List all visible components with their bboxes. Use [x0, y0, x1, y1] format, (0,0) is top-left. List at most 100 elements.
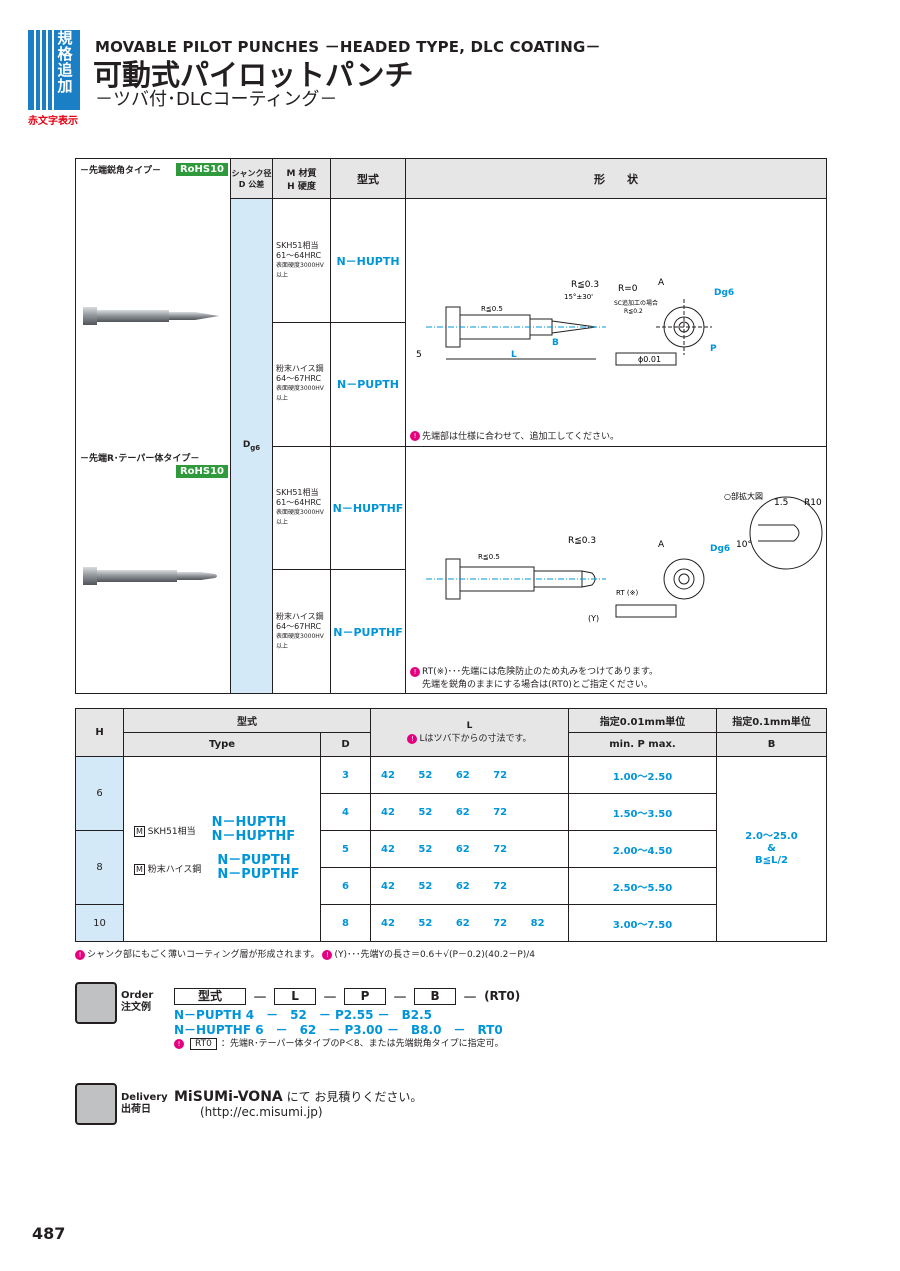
spec-table: －先端鋭角タイプ－ RoHS10 －先端R･テーパー体タイプ－ RoHS10 シ… — [75, 157, 827, 695]
type-code: N－PUPTHF — [330, 569, 406, 694]
svg-text:Dg6: Dg6 — [710, 544, 730, 554]
type-header: 型式 — [330, 157, 406, 200]
svg-text:SC追加工の場合: SC追加工の場合 — [614, 299, 658, 307]
order-example-2: N－HUPTHF 6 － 62 － P3.00 － B8.0 － RT0 — [174, 1023, 503, 1037]
h-value: 10 — [75, 904, 124, 942]
h-value: 8 — [75, 830, 124, 905]
p-range: 1.50～3.50 — [568, 793, 717, 831]
svg-text:RT (※): RT (※) — [616, 589, 638, 597]
p-header: 指定0.01mm単位 — [568, 708, 717, 733]
svg-text:R≦0.5: R≦0.5 — [481, 305, 503, 313]
type-code: N－HUPTHF — [330, 445, 406, 571]
b-en-header: B — [716, 732, 827, 757]
delivery-url[interactable]: (http://ec.misumi.jp) — [200, 1105, 323, 1119]
l-values: 42 52 62 72 — [370, 830, 569, 868]
dimension-drawing-2: ○部拡大図 1.5 R10 10° R≦0.3 R≦0.5 RT (※) (Y)… — [426, 491, 823, 623]
h-header: H — [75, 708, 124, 757]
spec-added-tab: 規 格 追 加 — [28, 30, 80, 110]
svg-text:15°±30': 15°±30' — [564, 293, 593, 301]
p-range: 2.50～5.50 — [568, 867, 717, 905]
p-range: 3.00～7.50 — [568, 904, 717, 942]
page-number: 487 — [32, 1224, 66, 1243]
tab-char: 追 — [57, 61, 73, 79]
p-range: 1.00～2.50 — [568, 756, 717, 794]
note-shape-2b: 先端を鋭角のままにする場合は(RT0)とご指定ください。 — [422, 680, 653, 690]
phone-icon — [75, 982, 117, 1024]
svg-text:ϕ0.01: ϕ0.01 — [638, 355, 661, 364]
shape-header: 形 状 — [405, 157, 827, 200]
svg-text:A: A — [658, 540, 665, 550]
rohs-badge: RoHS10 — [175, 163, 228, 176]
h-value: 6 — [75, 756, 124, 831]
tab-char: 加 — [57, 77, 73, 95]
svg-text:R≦0.5: R≦0.5 — [478, 553, 500, 561]
type-en-header: Type — [123, 732, 321, 757]
svg-text:R≦0.3: R≦0.3 — [571, 280, 599, 290]
svg-text:R≦0.2: R≦0.2 — [624, 308, 643, 315]
svg-text:(Y): (Y) — [588, 614, 599, 623]
svg-text:B: B — [552, 338, 559, 348]
order-field-p: P — [344, 987, 387, 1005]
svg-text:P: P — [710, 344, 717, 354]
d-value: 6 — [320, 867, 371, 905]
section1-title: －先端鋭角タイプ－ — [80, 166, 162, 176]
svg-text:10°: 10° — [736, 540, 752, 550]
svg-text:5: 5 — [416, 350, 422, 360]
l-values: 42 52 62 72 — [370, 867, 569, 905]
order-note: !RT0：先端R･テーパー体タイプのP＜8、または先端鋭角タイプに指定可。 — [174, 1036, 504, 1050]
order-format: 型式－ L－ P－ B－ (RT0) — [174, 984, 520, 1008]
type-code: N－PUPTH — [330, 321, 406, 447]
pin-image-sharp — [83, 307, 219, 325]
d-value: 4 — [320, 793, 371, 831]
shank-d: Dg6 — [230, 198, 273, 694]
page-subtitle: －ツバ付･DLCコーティング－ — [95, 89, 338, 110]
svg-text:R=0: R=0 — [618, 284, 638, 294]
misumi-logo: MiSUMi-VONA — [174, 1089, 283, 1105]
product-images: －先端鋭角タイプ－ RoHS10 －先端R･テーパー体タイプ－ RoHS10 — [75, 158, 231, 694]
svg-text:Dg6: Dg6 — [714, 288, 734, 298]
truck-icon — [75, 1083, 117, 1125]
svg-text:L: L — [511, 350, 517, 360]
b-range: 2.0～25.0&B≦L/2 — [716, 756, 827, 942]
pin-image-taper — [83, 567, 217, 585]
order-example-1: N－PUPTH 4 － 52 － P2.55 － B2.5 — [174, 1008, 432, 1022]
note-shape-1: !先端部は仕様に合わせて、追加工してください。 — [410, 429, 619, 442]
svg-text:○部拡大図: ○部拡大図 — [724, 491, 763, 501]
order-field-b: B — [414, 987, 457, 1005]
svg-text:A: A — [658, 278, 665, 288]
l-header: L!Lはツバ下からの寸法です。 — [370, 708, 569, 757]
shape-drawing-2: ○部拡大図 1.5 R10 10° R≦0.3 R≦0.5 RT (※) (Y)… — [405, 445, 827, 695]
type-header: 型式 — [123, 708, 371, 733]
d-header: D — [320, 732, 371, 757]
svg-text:R≦0.3: R≦0.3 — [568, 536, 596, 546]
d-value: 3 — [320, 756, 371, 794]
svg-text:1.5: 1.5 — [774, 498, 788, 508]
rohs-badge: RoHS10 — [175, 465, 228, 478]
p-range: 2.00～4.50 — [568, 830, 717, 868]
order-field-l: L — [274, 987, 317, 1005]
l-values: 42 52 62 72 — [370, 756, 569, 794]
b-header: 指定0.1mm単位 — [716, 708, 827, 733]
table-footnote: !シャンク部にもごく薄いコーティング層が形成されます。 !(Y)･･･先端Yの長… — [75, 947, 535, 960]
delivery-text: MiSUMi-VONA にて お見積りください。 — [174, 1089, 423, 1105]
type-code: N－HUPTH — [330, 198, 406, 323]
english-title: MOVABLE PILOT PUNCHES －HEADED TYPE, DLC … — [95, 38, 601, 56]
l-values: 42 52 62 72 82 — [370, 904, 569, 942]
p-en-header: min. P max. — [568, 732, 717, 757]
red-text-label: 赤文字表示 — [28, 116, 78, 127]
d-value: 5 — [320, 830, 371, 868]
section2-title: －先端R･テーパー体タイプ－ — [80, 454, 200, 464]
shape-drawing-1: R≦0.3 R=0 15°±30' SC追加工の場合 R≦0.2 R≦0.5 L… — [405, 198, 827, 447]
page-title: 可動式パイロットパンチ — [93, 58, 414, 92]
order-field-type: 型式 — [174, 987, 246, 1005]
svg-text:R10: R10 — [804, 498, 822, 508]
